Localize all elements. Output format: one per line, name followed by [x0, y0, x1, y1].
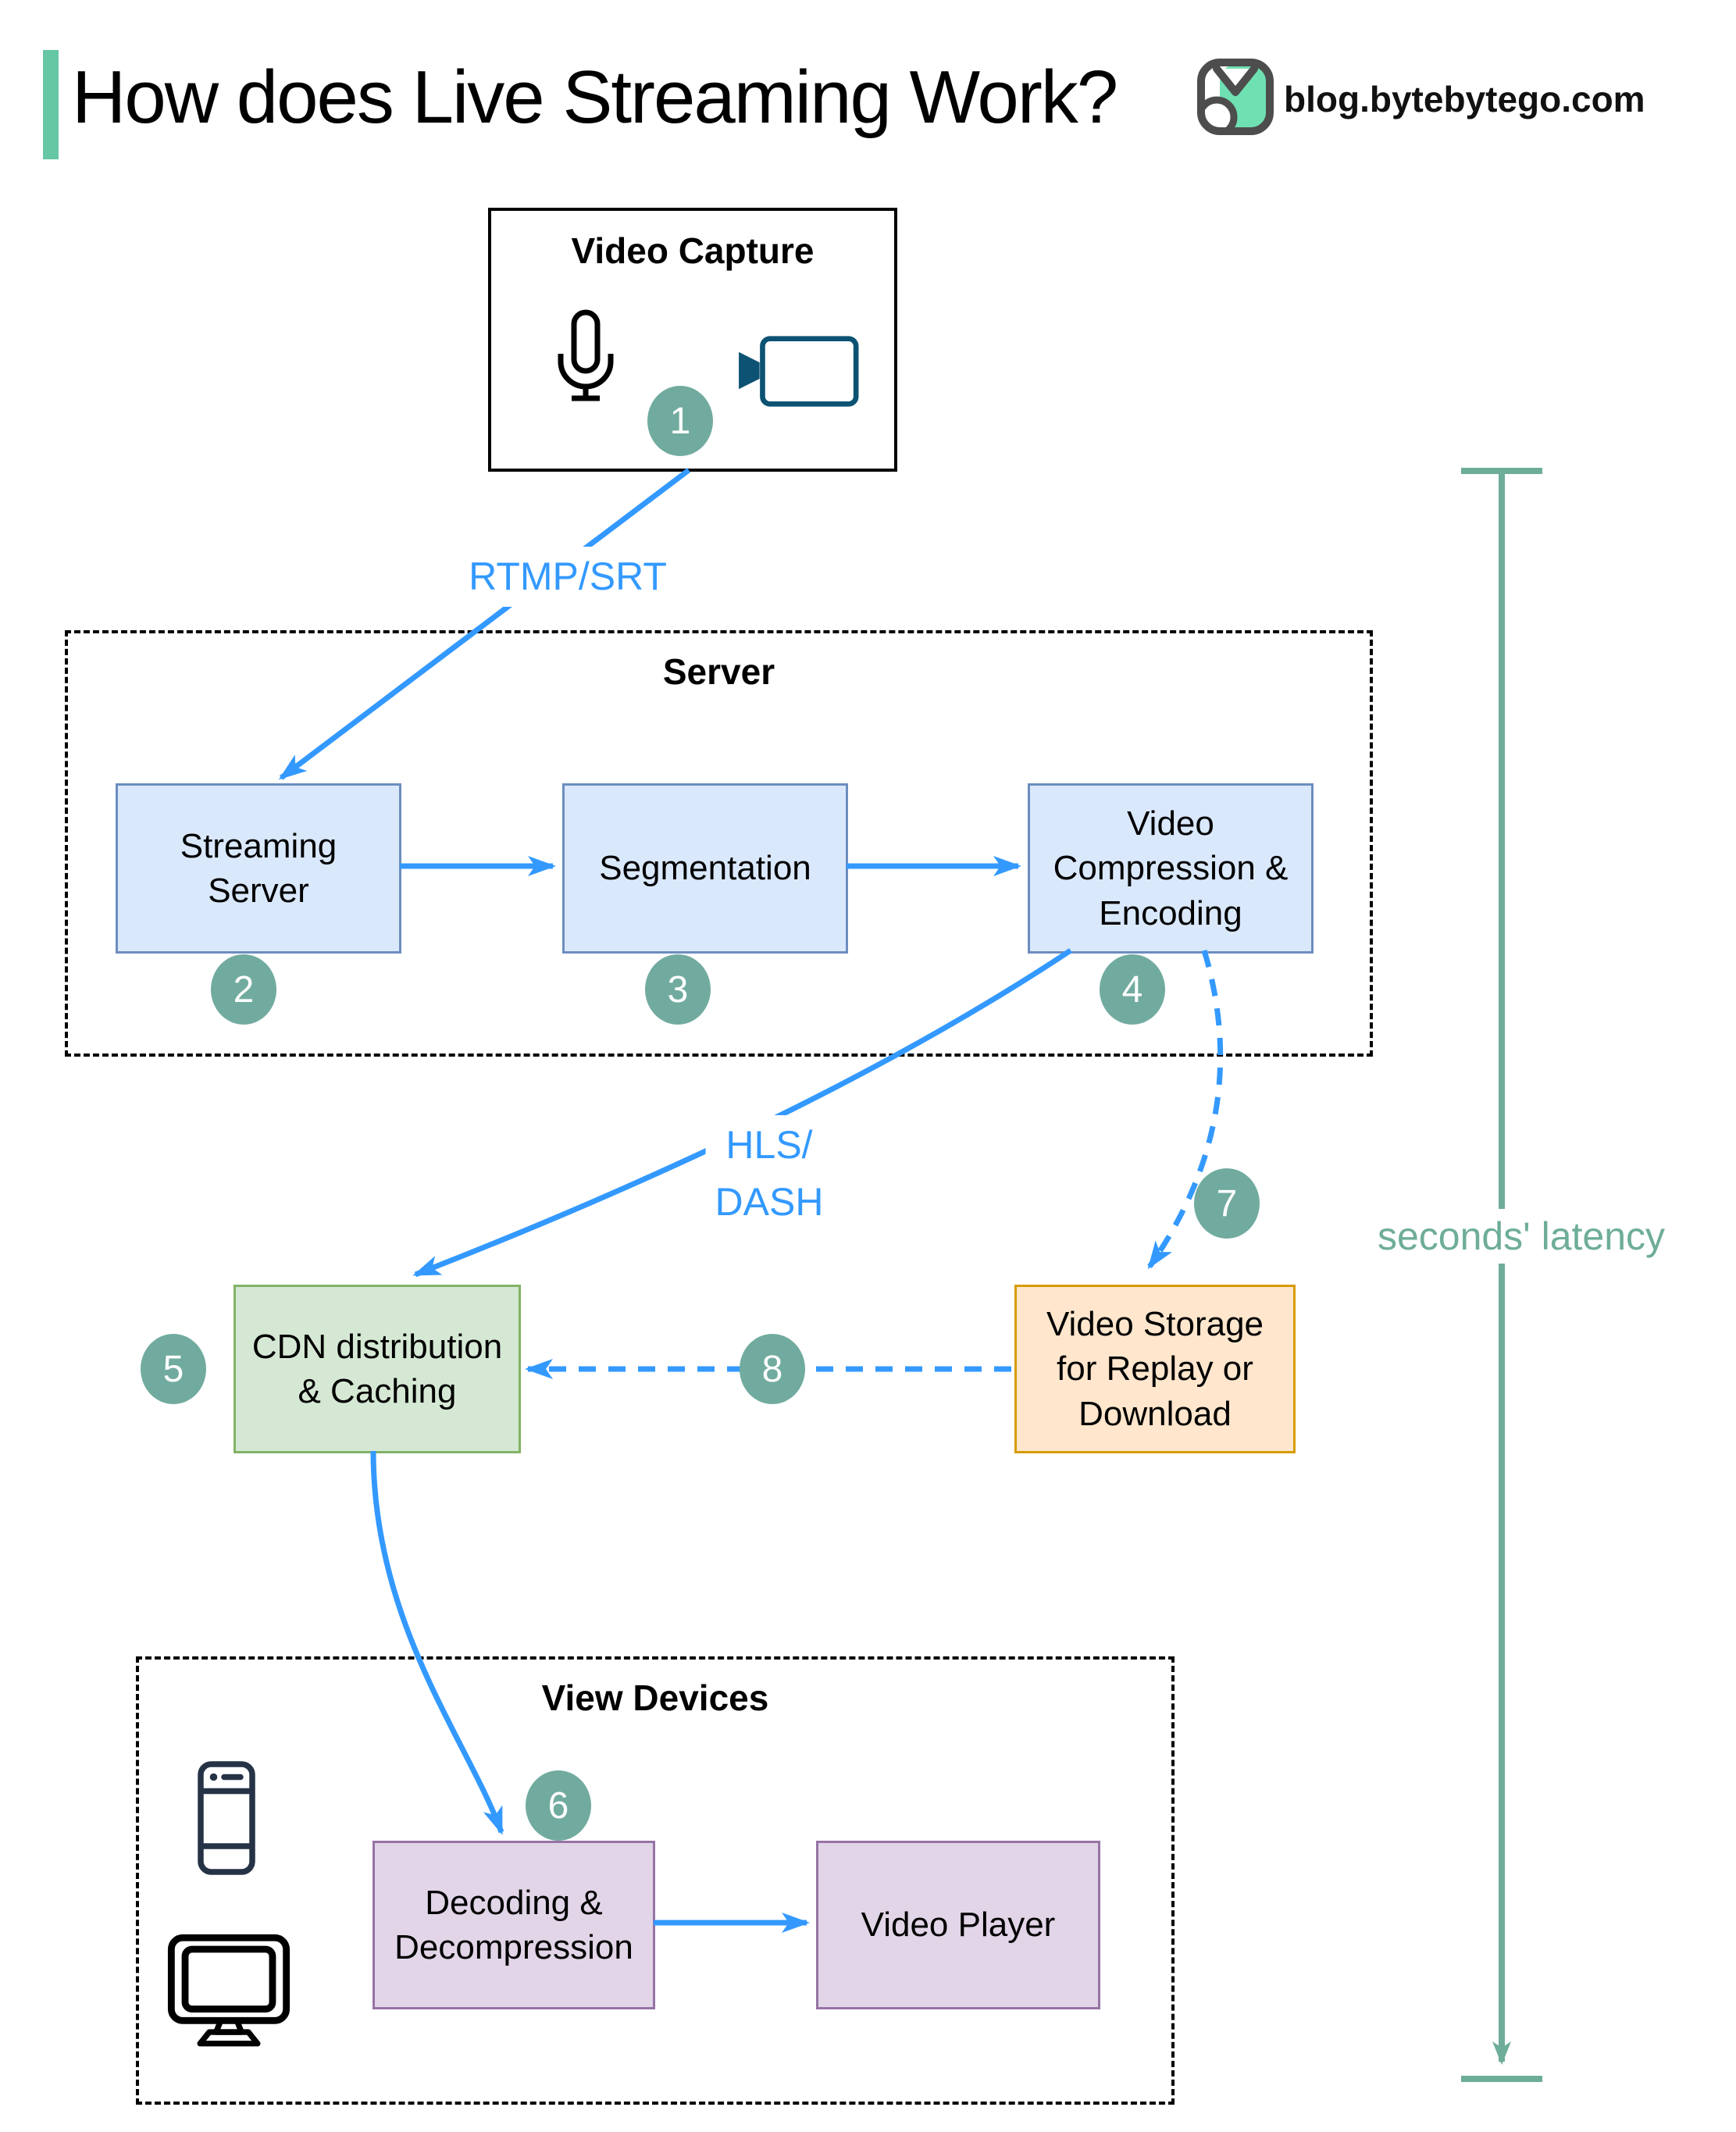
node-video-storage: Video Storage for Replay or Download [1014, 1285, 1296, 1453]
step-circle-5: 5 [141, 1334, 206, 1404]
node-video-player: Video Player [816, 1841, 1100, 2009]
node-decoding: Decoding & Decompression [373, 1841, 655, 2009]
node-video-capture-label: Video Capture [571, 230, 815, 271]
step-circle-3: 3 [645, 954, 711, 1025]
site-url: blog.bytebytego.com [1284, 79, 1645, 119]
microphone-icon [558, 309, 614, 401]
edge-label-rtmp: RTMP/SRT [459, 547, 676, 607]
node-cdn-label: CDN distribution & Caching [251, 1327, 503, 1410]
edge-label-hls-dash: HLS/ DASH [705, 1115, 833, 1232]
step-circle-7: 7 [1194, 1168, 1260, 1239]
node-video-storage-label: Video Storage for Replay or Download [1046, 1305, 1264, 1433]
step-circle-6: 6 [526, 1770, 591, 1841]
title-accent-bar [43, 50, 59, 159]
step-circle-2: 2 [211, 954, 276, 1025]
node-streaming-server: Streaming Server [116, 783, 401, 954]
node-video-player-label: Video Player [861, 1906, 1056, 1945]
node-cdn: CDN distribution & Caching [233, 1285, 521, 1453]
node-decoding-label: Decoding & Decompression [394, 1883, 633, 1966]
node-compression-encoding: Video Compression & Encoding [1028, 783, 1314, 954]
step-circle-4: 4 [1100, 954, 1165, 1025]
group-view-devices: View Devices [136, 1656, 1175, 2105]
video-camera-icon [739, 336, 859, 407]
monitor-icon [167, 1934, 291, 2047]
group-view-devices-label: View Devices [541, 1677, 769, 1718]
node-segmentation-label: Segmentation [599, 849, 811, 888]
page-title: How does Live Streaming Work? [72, 55, 1118, 139]
node-segmentation: Segmentation [562, 783, 848, 954]
bytebytego-logo [1197, 59, 1274, 135]
step-circle-1: 1 [647, 386, 713, 456]
group-server-label: Server [662, 651, 775, 692]
smartphone-icon [198, 1761, 255, 1875]
node-streaming-server-label: Streaming Server [180, 826, 337, 910]
node-compression-encoding-label: Video Compression & Encoding [1053, 804, 1289, 932]
step-circle-8: 8 [740, 1334, 805, 1404]
edge-label-latency: seconds' latency [1366, 1209, 1677, 1264]
